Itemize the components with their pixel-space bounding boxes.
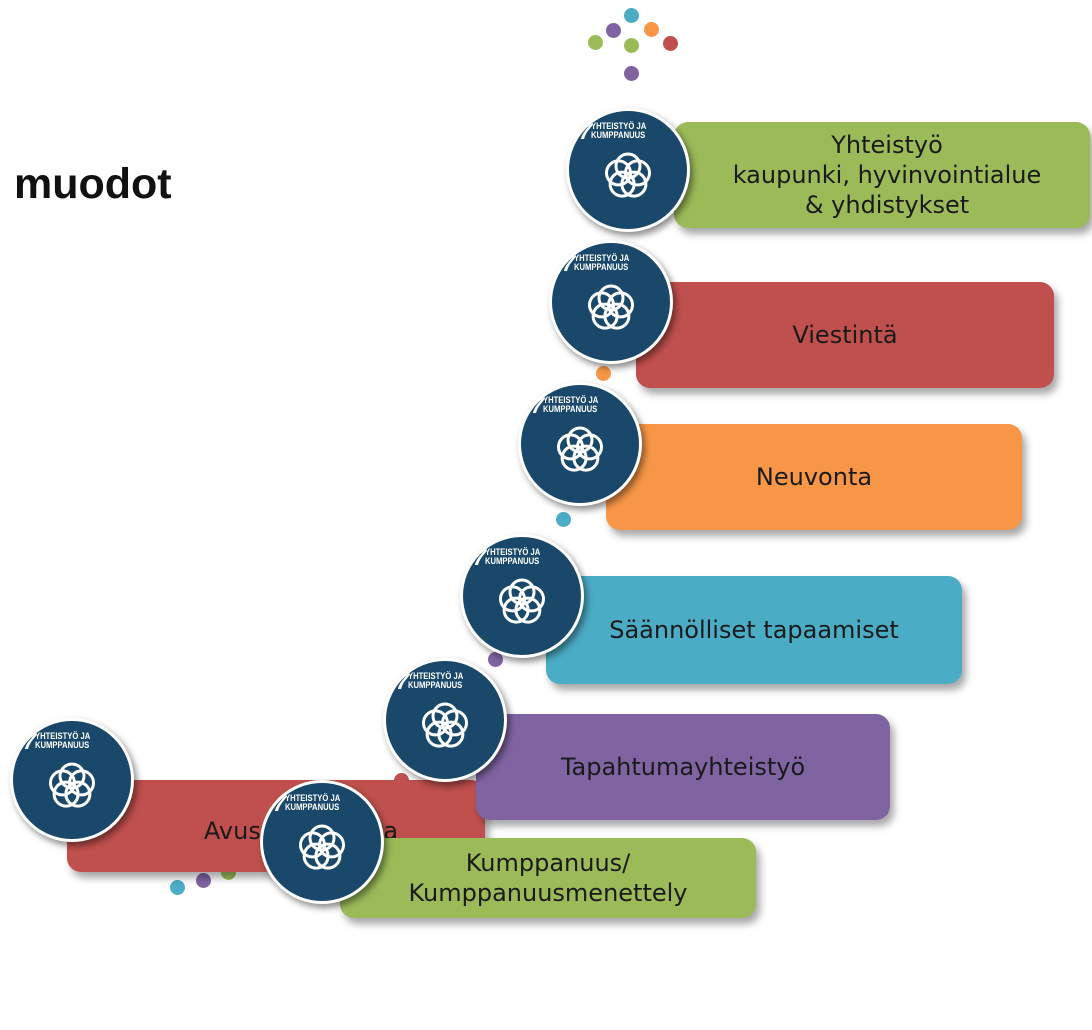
badge-caption-line: KUMPPANUUS — [408, 680, 463, 691]
sdg17-partnership-flower-icon — [48, 762, 96, 808]
sdg17-partnership-flower-icon — [556, 426, 604, 472]
badge-caption-line: KUMPPANUUS — [543, 404, 598, 415]
step-label: Tapahtumayhteistyö — [561, 752, 805, 782]
connector-dot — [624, 66, 639, 81]
connector-dot — [170, 880, 185, 895]
badge-caption-line: KUMPPANUUS — [485, 556, 540, 567]
badge-caption-line: KUMPPANUUS — [574, 262, 629, 273]
step-bar: Kumppanuus/Kumppanuusmenettely — [340, 838, 756, 918]
step-label-line: Yhteistyö — [831, 131, 943, 159]
badge-number: 17 — [549, 251, 578, 276]
badge-caption-line: KUMPPANUUS — [591, 130, 646, 141]
sdg17-partnership-flower-icon — [604, 152, 652, 198]
sdg17-partnership-flower-icon — [498, 578, 546, 624]
connector-dot — [196, 873, 211, 888]
connector-dot — [606, 23, 621, 38]
step-label: Säännölliset tapaamiset — [609, 615, 899, 645]
step-label-line: Tapahtumayhteistyö — [560, 753, 806, 781]
badge-number: 17 — [518, 393, 547, 418]
badge-caption-line: YHTEISTYÖ JA — [285, 793, 341, 803]
badge-caption-line: KUMPPANUUS — [285, 802, 340, 813]
sdg17-partnership-flower-icon — [421, 702, 469, 748]
connector-dot — [644, 22, 659, 37]
badge-caption-line: YHTEISTYÖ JA — [35, 731, 91, 741]
step-label: Kumppanuus/Kumppanuusmenettely — [408, 848, 687, 908]
connector-dot — [488, 652, 503, 667]
connector-dot — [663, 36, 678, 51]
step-label-line: kaupunki, hyvinvointialue — [732, 161, 1042, 189]
step-label-line: Säännölliset tapaamiset — [609, 616, 899, 644]
connector-dot — [588, 35, 603, 50]
step-bar: Viestintä — [636, 282, 1054, 388]
step-label-line: Viestintä — [792, 321, 898, 349]
badge-caption-line: YHTEISTYÖ JA — [408, 671, 464, 681]
badge-number: 17 — [460, 545, 489, 570]
connector-dot — [624, 38, 639, 53]
badge-caption-line: KUMPPANUUS — [35, 740, 90, 751]
connector-dot — [624, 8, 639, 23]
step-bar: Säännölliset tapaamiset — [546, 576, 962, 684]
step-bar: Tapahtumayhteistyö — [476, 714, 890, 820]
badge-caption-line: YHTEISTYÖ JA — [574, 253, 630, 263]
step-label-line: & yhdistykset — [804, 191, 970, 219]
step-label-line: Neuvonta — [755, 463, 873, 491]
connector-dot — [596, 366, 611, 381]
badge-caption-line: YHTEISTYÖ JA — [591, 121, 647, 131]
sdg17-partnership-flower-icon — [587, 284, 635, 330]
sdg17-partnership-flower-icon — [298, 824, 346, 870]
step-label-line: Kumppanuusmenettely — [408, 879, 688, 907]
badge-number: 17 — [260, 791, 289, 816]
step-bar: Neuvonta — [606, 424, 1022, 530]
step-label-line: Kumppanuus/ — [465, 849, 631, 877]
step-label: Neuvonta — [756, 462, 872, 492]
connector-dot — [556, 512, 571, 527]
badge-number: 17 — [10, 729, 39, 754]
badge-caption-line: YHTEISTYÖ JA — [543, 395, 599, 405]
badge-caption-line: YHTEISTYÖ JA — [485, 547, 541, 557]
step-label: Viestintä — [792, 320, 897, 350]
badge-number: 17 — [383, 669, 412, 694]
page-title: muodot — [14, 160, 172, 208]
badge-number: 17 — [566, 119, 595, 144]
